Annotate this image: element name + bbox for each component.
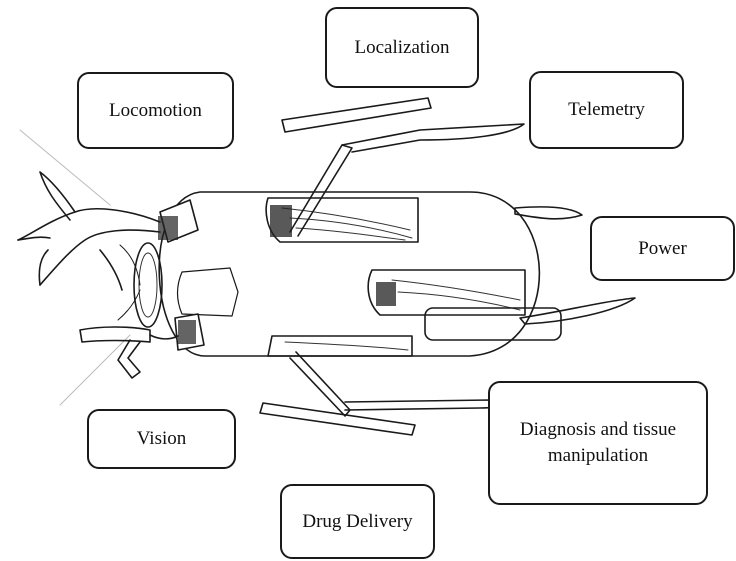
perspective-lines bbox=[20, 130, 130, 405]
diagnosis-text: Diagnosis and tissue manipulation bbox=[508, 417, 688, 468]
diagnosis-label: Diagnosis and tissue manipulation bbox=[488, 381, 708, 505]
gripper-claws bbox=[18, 172, 198, 290]
top-arm bbox=[282, 98, 524, 236]
telemetry-text: Telemetry bbox=[568, 97, 645, 123]
localization-text: Localization bbox=[355, 35, 450, 61]
drug-delivery-text: Drug Delivery bbox=[302, 509, 412, 535]
bottom-arm bbox=[260, 352, 499, 435]
power-text: Power bbox=[638, 236, 687, 262]
vision-label: Vision bbox=[87, 409, 236, 469]
telemetry-label: Telemetry bbox=[529, 71, 684, 149]
upper-arm-slot bbox=[266, 198, 418, 242]
wheel bbox=[118, 243, 162, 327]
drug-delivery-label: Drug Delivery bbox=[280, 484, 435, 559]
locomotion-text: Locomotion bbox=[109, 98, 202, 124]
localization-label: Localization bbox=[325, 7, 479, 88]
power-label: Power bbox=[590, 216, 735, 281]
lower-arm-slot bbox=[268, 336, 412, 356]
capsule-body bbox=[159, 192, 539, 356]
capsule-window bbox=[178, 268, 239, 316]
locomotion-label: Locomotion bbox=[77, 72, 234, 149]
vision-text: Vision bbox=[137, 426, 187, 452]
